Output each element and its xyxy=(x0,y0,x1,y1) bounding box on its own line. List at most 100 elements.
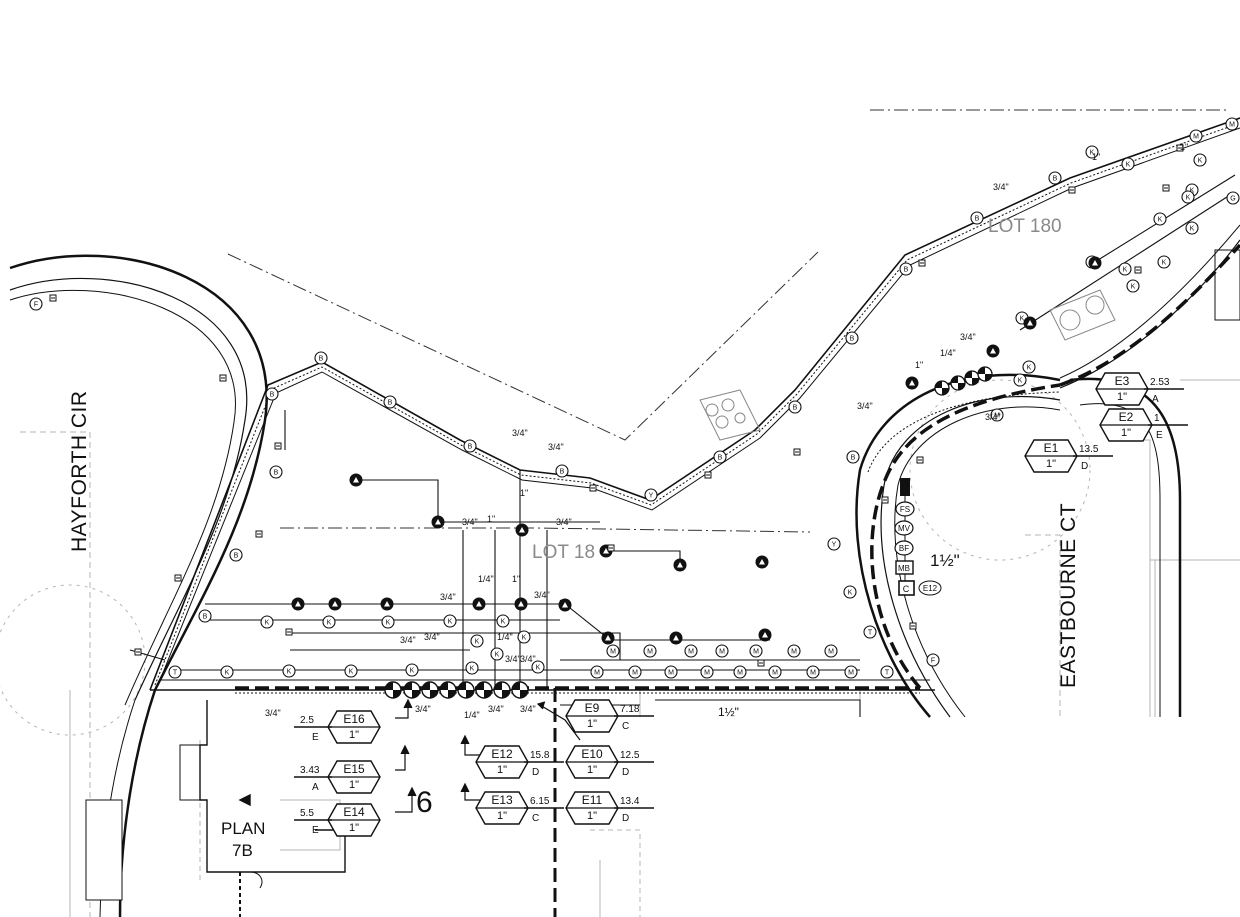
spray-head-icon: K xyxy=(405,663,419,677)
hose-bib-icon xyxy=(285,628,293,636)
spray-head-icon: K xyxy=(1013,373,1027,387)
rotor-icon xyxy=(1088,256,1102,270)
svg-text:Y: Y xyxy=(832,542,837,549)
valve-gpm-label: 12.5 xyxy=(620,750,640,761)
spray-head-icon: M xyxy=(684,644,698,658)
spray-head-icon: K xyxy=(344,664,358,678)
zone-valve-icon xyxy=(511,681,529,699)
spray-head-icon: B xyxy=(713,450,727,464)
controller-tag-icon xyxy=(918,580,942,596)
svg-text:K: K xyxy=(1131,284,1136,291)
pipe-size-label: 3/4" xyxy=(424,632,440,642)
valve-id-label: E14 xyxy=(343,805,365,819)
pipe-size-label: 3/4" xyxy=(440,592,456,602)
valve-gpm-label: 13.5 xyxy=(1079,444,1099,455)
hose-bib-icon xyxy=(916,456,924,464)
svg-text:M: M xyxy=(647,649,653,656)
rotor-icon xyxy=(986,344,1000,358)
pipe-size-label: 3/4" xyxy=(985,412,1001,422)
zone-valve-icon xyxy=(977,366,993,382)
spray-head-icon: K xyxy=(1157,255,1171,269)
valve-id-label: E11 xyxy=(582,793,603,807)
hose-bib-icon xyxy=(704,471,712,479)
valve-id-label: E12 xyxy=(491,747,513,761)
svg-text:T: T xyxy=(885,670,890,677)
mainline-size-label: 1½" xyxy=(930,551,960,570)
pipe-size-label: 3/4" xyxy=(520,654,536,664)
valve-gpm-label: 2.53 xyxy=(1150,377,1170,388)
rotor-icon xyxy=(601,631,615,645)
master-valve-label: MV xyxy=(898,524,911,533)
plan-label-line2: 7B xyxy=(232,841,253,860)
svg-text:K: K xyxy=(386,620,391,627)
spray-head-icon: K xyxy=(465,661,479,675)
spray-head-icon: K xyxy=(381,615,395,629)
valve-size-label: 1" xyxy=(349,779,359,791)
spray-head-icon: K xyxy=(490,647,504,661)
svg-text:K: K xyxy=(265,620,270,627)
spray-head-icon: B xyxy=(229,548,243,562)
valve-id-label: E13 xyxy=(491,793,513,807)
zone-valve-icon xyxy=(950,375,966,391)
svg-text:K: K xyxy=(1198,158,1203,165)
spray-head-icon: M xyxy=(749,644,763,658)
pipe-size-label: 3/4" xyxy=(512,428,528,438)
valve-zone-label: D xyxy=(1081,461,1088,472)
controller-tag-label: E12 xyxy=(923,584,938,593)
svg-text:B: B xyxy=(1053,176,1058,183)
valve-callout-e2: E21"1E xyxy=(1099,408,1188,442)
valve-gpm-label: 2.5 xyxy=(300,715,314,726)
hose-bib-icon xyxy=(793,448,801,456)
pipe-size-label: 3/4" xyxy=(462,517,478,527)
flow-sensor-label: FS xyxy=(900,505,910,514)
valve-callout-e3: E31"2.53A xyxy=(1095,372,1184,406)
zone-valve-icon xyxy=(384,681,402,699)
hose-bib-markers xyxy=(49,144,1184,667)
valve-size-label: 1" xyxy=(587,718,597,730)
svg-text:F: F xyxy=(931,658,935,665)
svg-text:K: K xyxy=(536,665,541,672)
spray-head-icon: G xyxy=(1226,191,1240,205)
zone-valve-icon xyxy=(439,681,457,699)
valve-size-label: 1" xyxy=(1117,391,1127,403)
spray-head-icon: M xyxy=(606,644,620,658)
hose-bib-icon xyxy=(219,374,227,382)
spray-head-icon: K xyxy=(1181,190,1195,204)
hose-bib-icon xyxy=(134,648,142,656)
svg-text:K: K xyxy=(848,590,853,597)
spray-head-icon: M xyxy=(1189,129,1203,143)
spray-head-icon: B xyxy=(555,464,569,478)
svg-text:B: B xyxy=(319,356,324,363)
pipe-size-label: 3/4" xyxy=(415,704,431,714)
spray-head-icon: M xyxy=(643,644,657,658)
planter-detail xyxy=(699,289,1116,441)
spray-head-icon: B xyxy=(899,262,913,276)
spray-head-icon: K xyxy=(1118,262,1132,276)
rotor-icon xyxy=(328,597,342,611)
svg-text:Y: Y xyxy=(649,493,654,500)
pipe-size-label: 1" xyxy=(1092,152,1100,162)
valve-size-label: 1" xyxy=(349,729,359,741)
controller-icon xyxy=(898,580,915,596)
meter-box-label: MB xyxy=(898,564,910,573)
svg-text:K: K xyxy=(1018,378,1023,385)
spray-head-icon: K xyxy=(843,585,857,599)
svg-text:K: K xyxy=(1186,195,1191,202)
lateral-drip xyxy=(235,391,1061,694)
pipe-size-label: 3/4" xyxy=(488,704,504,714)
svg-text:T: T xyxy=(173,670,178,677)
valve-gpm-label: 5.5 xyxy=(300,808,314,819)
svg-text:M: M xyxy=(719,649,725,656)
svg-text:M: M xyxy=(810,670,816,677)
svg-text:B: B xyxy=(904,267,909,274)
valve-size-label: 1" xyxy=(587,764,597,776)
hose-bib-icon xyxy=(607,544,615,552)
svg-text:M: M xyxy=(594,670,600,677)
spray-head-icon: K xyxy=(282,664,296,678)
spray-head-icon: F xyxy=(926,653,940,667)
svg-text:K: K xyxy=(522,635,527,642)
